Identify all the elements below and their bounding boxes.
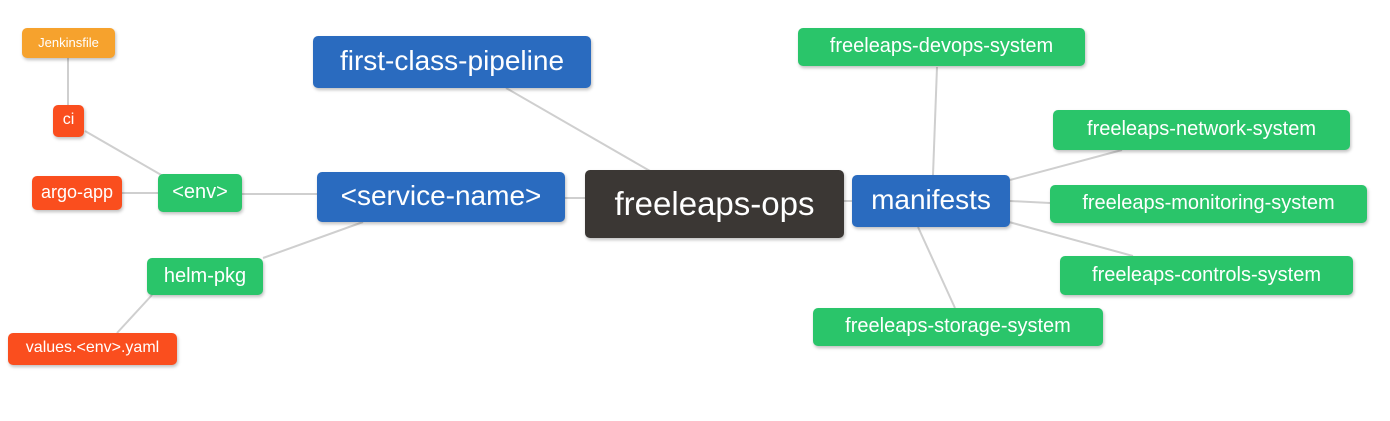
node-label-argo-app: argo-app <box>40 182 114 202</box>
node-freeleaps-ops[interactable]: freeleaps-ops <box>585 170 844 238</box>
node-label-jenkinsfile: Jenkinsfile <box>38 34 99 50</box>
node-label-values-env-yaml: values.<env>.yaml <box>25 339 160 356</box>
node-freeleaps-devops-system[interactable]: freeleaps-devops-system <box>798 28 1085 66</box>
node-manifests[interactable]: manifests <box>852 175 1010 227</box>
node-label-freeleaps-controls-system: freeleaps-controls-system <box>1092 263 1321 286</box>
node-argo-app[interactable]: argo-app <box>32 176 122 210</box>
node-ci[interactable]: ci <box>53 105 84 137</box>
node-label-freeleaps-storage-system: freeleaps-storage-system <box>845 315 1071 337</box>
node-label-freeleaps-monitoring-system: freeleaps-monitoring-system <box>1082 192 1335 214</box>
node-helm-pkg[interactable]: helm-pkg <box>147 258 263 295</box>
node-freeleaps-controls-system[interactable]: freeleaps-controls-system <box>1060 256 1353 295</box>
node-service-name[interactable]: <service-name> <box>317 172 565 222</box>
node-label-env: <env> <box>172 181 228 203</box>
node-freeleaps-storage-system[interactable]: freeleaps-storage-system <box>813 308 1103 346</box>
node-label-freeleaps-devops-system: freeleaps-devops-system <box>829 35 1054 57</box>
node-label-helm-pkg: helm-pkg <box>163 264 247 287</box>
node-jenkinsfile[interactable]: Jenkinsfile <box>22 28 115 58</box>
node-values-env-yaml[interactable]: values.<env>.yaml <box>8 333 177 365</box>
node-label-freeleaps-network-system: freeleaps-network-system <box>1087 118 1316 140</box>
node-label-ci: ci <box>62 111 75 128</box>
node-freeleaps-monitoring-system[interactable]: freeleaps-monitoring-system <box>1050 185 1367 223</box>
node-env[interactable]: <env> <box>158 174 242 212</box>
node-label-service-name: <service-name> <box>340 180 542 211</box>
node-label-first-class-pipeline: first-class-pipeline <box>339 45 565 76</box>
node-label-freeleaps-ops: freeleaps-ops <box>614 184 815 222</box>
node-label-manifests: manifests <box>871 184 991 215</box>
node-first-class-pipeline[interactable]: first-class-pipeline <box>313 36 591 88</box>
node-freeleaps-network-system[interactable]: freeleaps-network-system <box>1053 110 1350 150</box>
